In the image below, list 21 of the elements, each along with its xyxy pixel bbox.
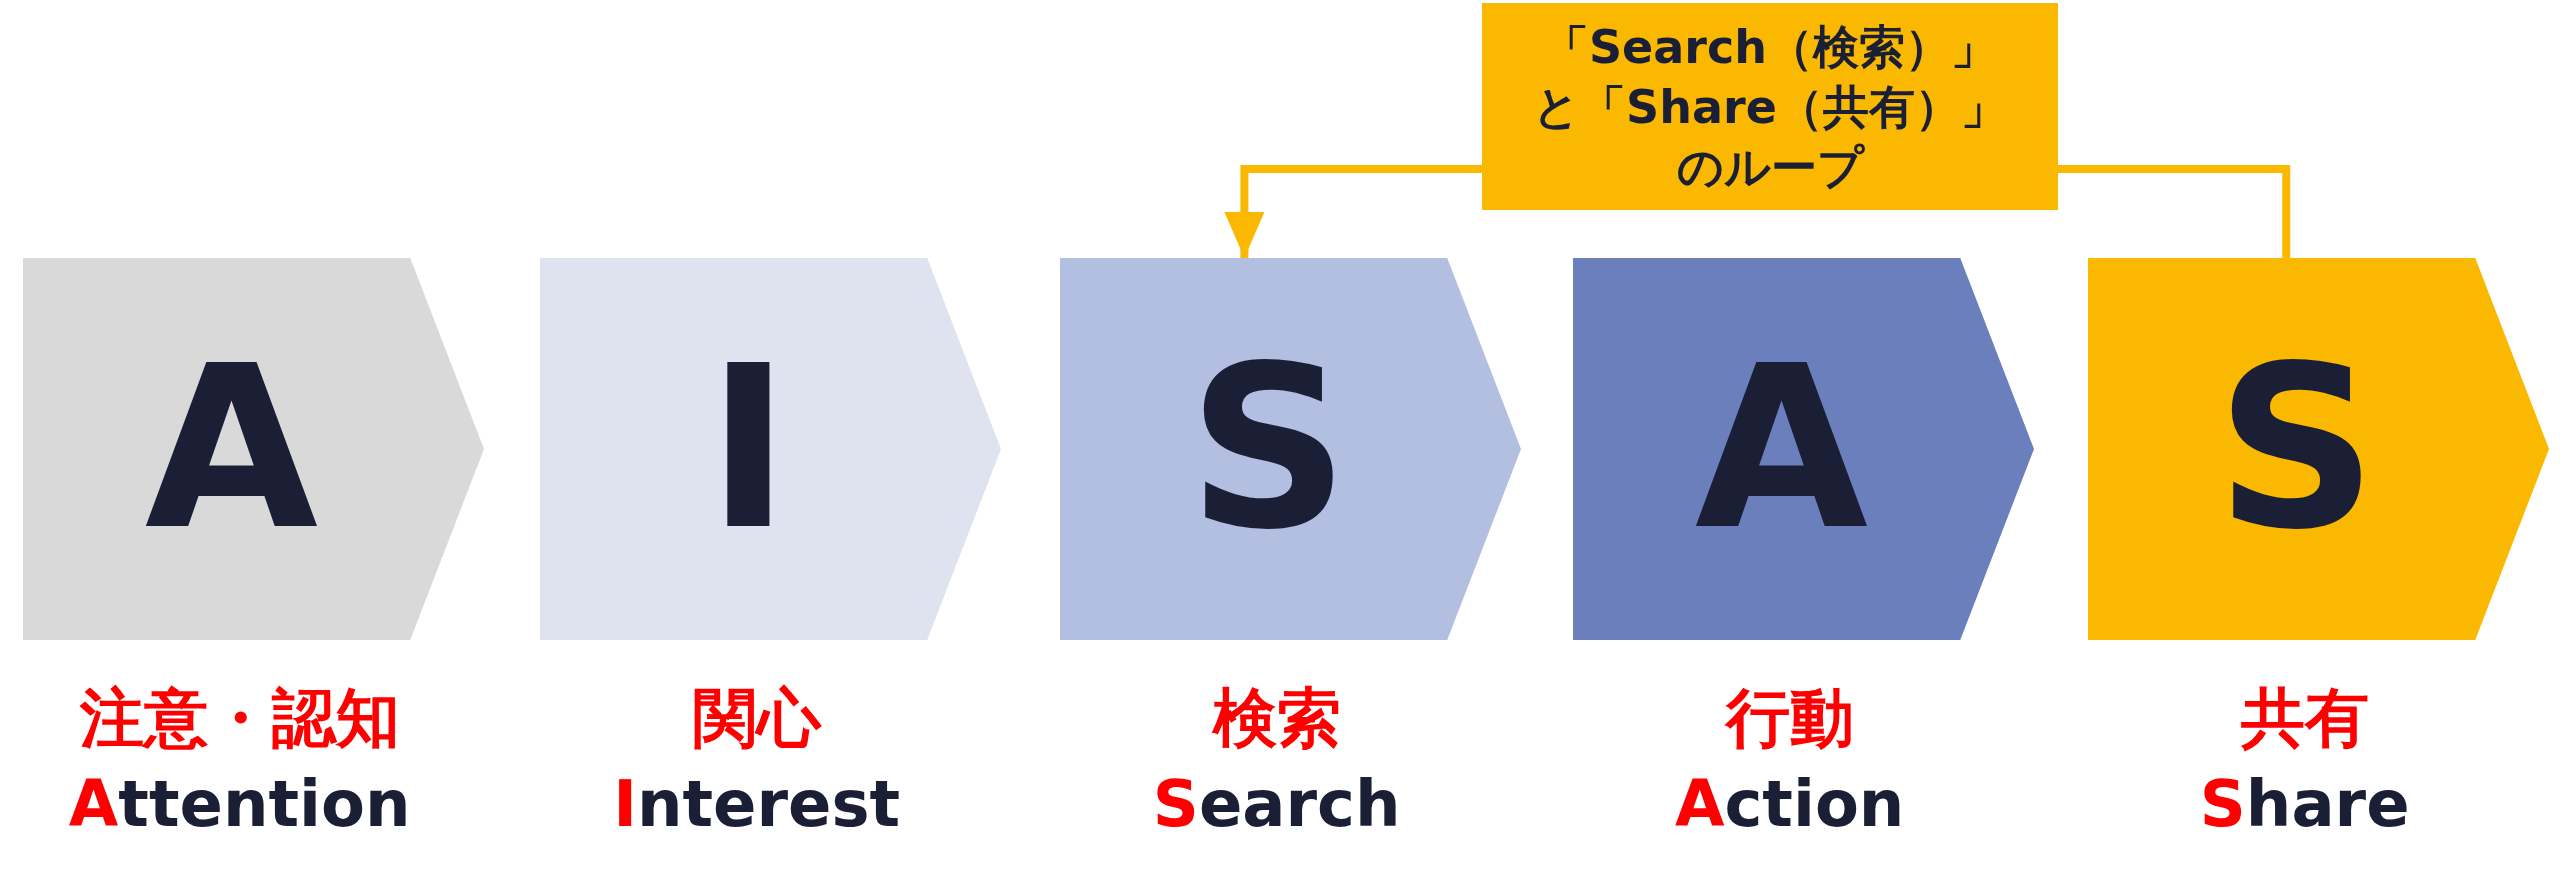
japanese-label: 注意・認知 bbox=[79, 681, 400, 755]
japanese-label: 共有 bbox=[2240, 681, 2369, 755]
letter-label: A bbox=[144, 337, 319, 561]
japanese-label: 行動 bbox=[1725, 681, 1854, 755]
step-block bbox=[1573, 258, 2034, 640]
step-block bbox=[2088, 258, 2549, 640]
english-label: Attention bbox=[68, 767, 411, 841]
letter-label: S bbox=[1187, 337, 1350, 561]
step-block bbox=[23, 258, 484, 640]
step-block bbox=[540, 258, 1001, 640]
letter-label: A bbox=[1694, 337, 1869, 561]
step-block bbox=[1060, 258, 1521, 640]
japanese-label: 関心 bbox=[692, 681, 821, 755]
edge-label: 「Search（検索）」と「Share（共有）」のループ bbox=[1482, 3, 2058, 210]
english-label: Interest bbox=[613, 767, 901, 841]
english-label: Share bbox=[2199, 767, 2410, 841]
english-label: Action bbox=[1674, 767, 1905, 841]
letter-label: I bbox=[706, 337, 791, 561]
letter-label: S bbox=[2215, 337, 2378, 561]
japanese-label: 検索 bbox=[1212, 681, 1341, 755]
english-label: Search bbox=[1152, 767, 1401, 841]
